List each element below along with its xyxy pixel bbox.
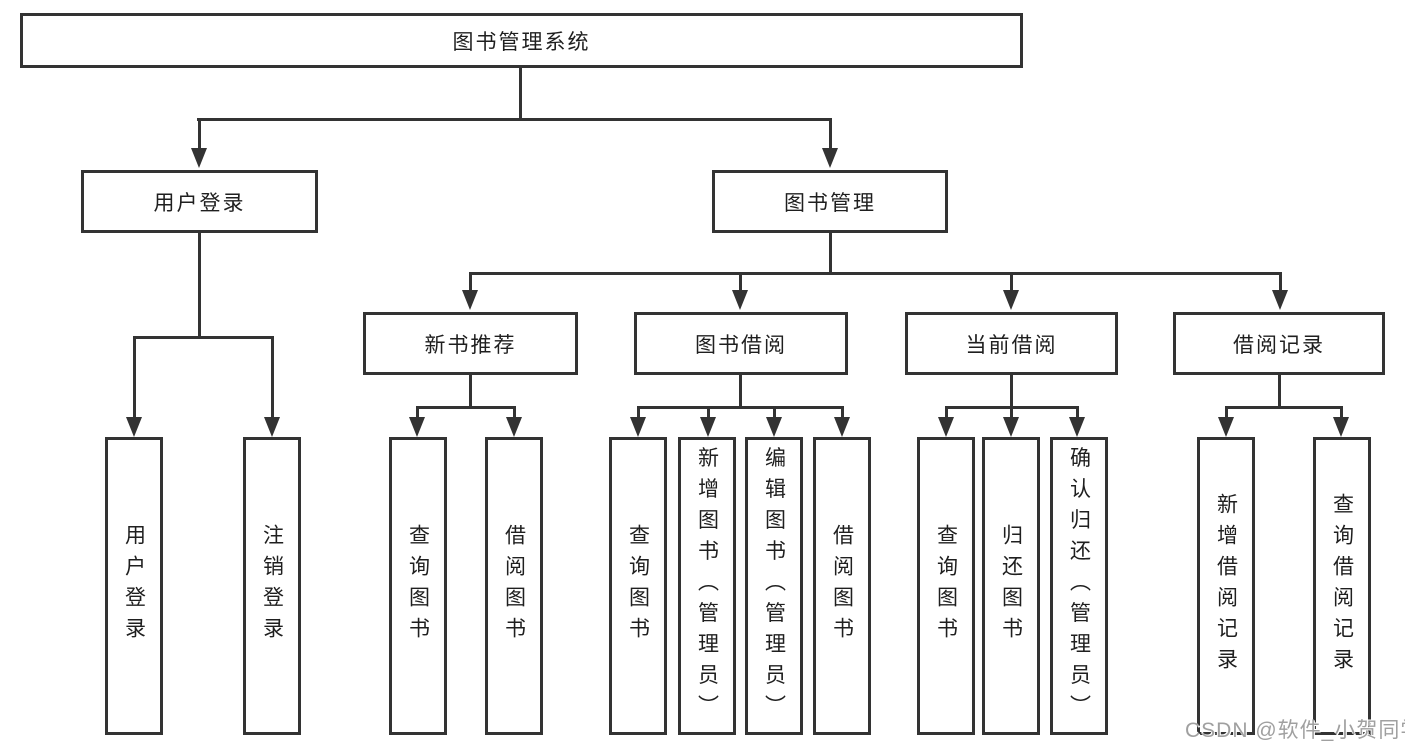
connector-line [133, 336, 274, 339]
arrow-down-icon [409, 417, 425, 437]
leaf-user-login: 用户登录 [105, 437, 163, 735]
connector-line [1225, 406, 1343, 409]
leaf-borrow-books-recommend: 借阅图书 [485, 437, 543, 735]
arrow-down-icon [732, 290, 748, 310]
leaf-query-books-current: 查询图书 [917, 437, 975, 735]
leaf-query-borrow-record: 查询借阅记录 [1313, 437, 1371, 735]
node-label: 查询图书 [406, 524, 430, 648]
leaf-edit-book-admin: 编辑图书（管理员） [745, 437, 803, 735]
connector-line [829, 233, 832, 274]
leaf-add-book-admin: 新增图书（管理员） [678, 437, 736, 735]
arrow-down-icon [1218, 417, 1234, 437]
arrow-down-icon [822, 148, 838, 168]
connector-line [637, 406, 843, 409]
leaf-logout: 注销登录 [243, 437, 301, 735]
connector-line [707, 406, 710, 419]
connector-line [1076, 406, 1079, 419]
node-user-login: 用户登录 [81, 170, 318, 233]
connector-line [829, 118, 832, 152]
connector-line [197, 118, 832, 121]
connector-line [198, 233, 201, 338]
arrow-down-icon [1069, 417, 1085, 437]
connector-line [469, 272, 1282, 275]
leaf-query-books-recommend: 查询图书 [389, 437, 447, 735]
connector-line [1010, 272, 1013, 292]
node-current-borrowing: 当前借阅 [905, 312, 1118, 375]
node-borrow-records: 借阅记录 [1173, 312, 1385, 375]
connector-line [271, 336, 274, 419]
connector-line [416, 406, 419, 419]
node-label: 查询图书 [934, 524, 958, 648]
connector-line [637, 406, 640, 419]
connector-line [416, 406, 516, 409]
connector-line [739, 375, 742, 408]
connector-line [469, 375, 472, 408]
connector-line [133, 336, 136, 419]
connector-line [739, 272, 742, 292]
connector-line [198, 118, 201, 152]
node-label: 归还图书 [999, 524, 1023, 648]
node-label: 新增借阅记录 [1214, 493, 1238, 679]
node-label: 编辑图书（管理员） [762, 446, 786, 726]
connector-line [773, 406, 776, 419]
leaf-return-books: 归还图书 [982, 437, 1040, 735]
node-label: 借阅记录 [1233, 333, 1325, 357]
node-label: 借阅图书 [502, 524, 526, 648]
arrow-down-icon [630, 417, 646, 437]
node-label: 图书借阅 [695, 333, 787, 357]
node-label: 当前借阅 [965, 333, 1058, 357]
connector-line [1278, 375, 1281, 408]
arrow-down-icon [700, 417, 716, 437]
node-book-management: 图书管理 [712, 170, 948, 233]
arrow-down-icon [1003, 417, 1019, 437]
connector-line [513, 406, 516, 419]
node-new-book-recommend: 新书推荐 [363, 312, 578, 375]
leaf-add-borrow-record: 新增借阅记录 [1197, 437, 1255, 735]
arrow-down-icon [1333, 417, 1349, 437]
arrow-down-icon [191, 148, 207, 168]
connector-line [1010, 406, 1013, 419]
connector-line [1225, 406, 1228, 419]
connector-line [469, 272, 472, 292]
csdn-watermark: CSDN @软件_小贺同学 [1185, 719, 1405, 742]
node-label: 查询借阅记录 [1330, 493, 1354, 679]
arrow-down-icon [834, 417, 850, 437]
arrow-down-icon [766, 417, 782, 437]
node-label: 查询图书 [626, 524, 650, 648]
node-library-system-root: 图书管理系统 [20, 13, 1023, 68]
leaf-query-books-borrowing: 查询图书 [609, 437, 667, 735]
arrow-down-icon [264, 417, 280, 437]
connector-line [841, 406, 844, 419]
node-label: 新增图书（管理员） [695, 446, 719, 726]
leaf-borrow-books-borrowing: 借阅图书 [813, 437, 871, 735]
arrow-down-icon [462, 290, 478, 310]
node-label: 图书管理 [784, 191, 876, 215]
arrow-down-icon [506, 417, 522, 437]
node-label: 确认归还（管理员） [1067, 446, 1091, 726]
connector-line [1010, 375, 1013, 408]
node-label: 用户登录 [122, 524, 146, 648]
connector-line [945, 406, 948, 419]
node-label: 用户登录 [153, 191, 246, 215]
connector-line [1279, 272, 1282, 292]
arrow-down-icon [1003, 290, 1019, 310]
arrow-down-icon [1272, 290, 1288, 310]
node-label: 图书管理系统 [452, 30, 591, 54]
connector-line [1340, 406, 1343, 419]
arrow-down-icon [938, 417, 954, 437]
connector-line [519, 66, 522, 121]
leaf-confirm-return-admin: 确认归还（管理员） [1050, 437, 1108, 735]
node-label: 借阅图书 [830, 524, 854, 648]
node-book-borrowing: 图书借阅 [634, 312, 848, 375]
node-label: 新书推荐 [424, 333, 517, 357]
arrow-down-icon [126, 417, 142, 437]
node-label: 注销登录 [260, 524, 284, 648]
